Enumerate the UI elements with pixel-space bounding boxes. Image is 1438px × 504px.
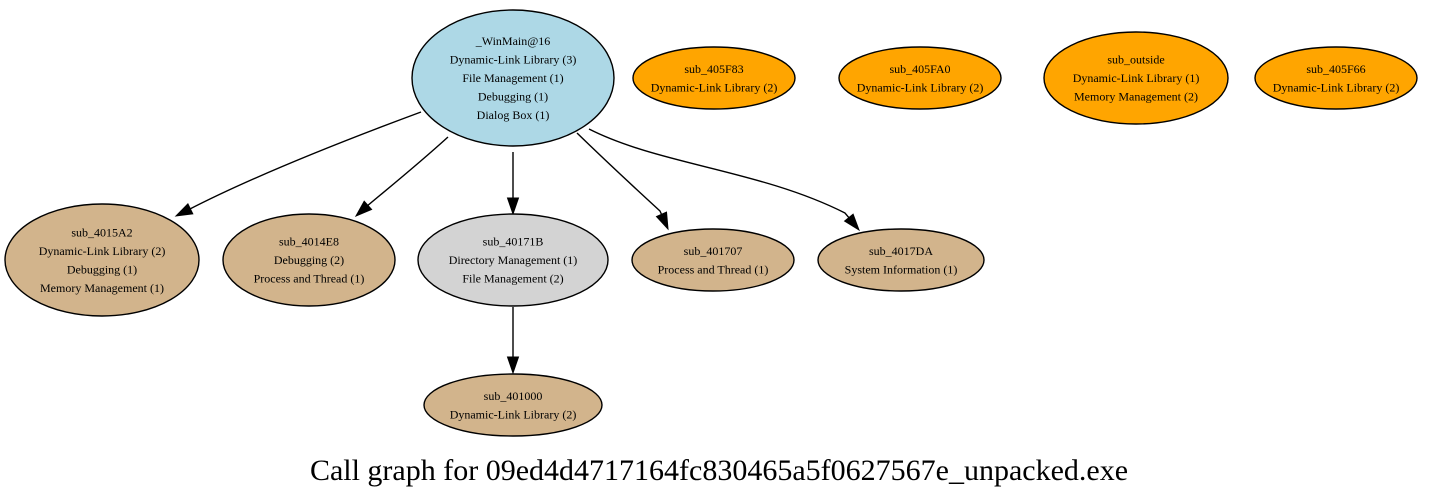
arrowhead-icon <box>506 356 520 375</box>
node-api-category: Process and Thread (1) <box>254 272 365 286</box>
node-ellipse <box>838 46 1002 110</box>
node-ellipse <box>1043 31 1229 125</box>
node-title: sub_405FA0 <box>889 62 950 76</box>
node-api-category: Debugging (1) <box>478 90 548 104</box>
edge-line <box>187 111 422 211</box>
node-api-category: Debugging (2) <box>274 253 344 267</box>
node-ellipse <box>222 213 396 307</box>
node-title: _WinMain@16 <box>475 34 551 48</box>
node-title: sub_4017DA <box>869 244 933 258</box>
node-api-category: Debugging (1) <box>67 262 137 276</box>
edge-winmain-to-sub_4015A2 <box>174 111 422 217</box>
edge-winmain-to-sub_4014E8 <box>354 136 449 218</box>
graph-caption: Call graph for 09ed4d4717164fc830465a5f0… <box>310 454 1128 487</box>
node-api-category: System Information (1) <box>845 262 958 276</box>
node-ellipse <box>4 203 200 317</box>
node-ellipse <box>417 213 609 307</box>
node-api-category: Dynamic-Link Library (3) <box>450 53 577 67</box>
node-ellipse <box>1254 46 1418 110</box>
node-ellipse <box>632 46 796 110</box>
edge-sub_40171B-to-sub_401000 <box>506 307 520 375</box>
node-api-category: Memory Management (2) <box>1074 90 1198 104</box>
node-api-category: Dynamic-Link Library (2) <box>651 80 778 94</box>
node-api-category: Dynamic-Link Library (1) <box>1073 71 1200 85</box>
arrowhead-icon <box>354 200 373 218</box>
node-api-category: Process and Thread (1) <box>658 262 769 276</box>
node-title: sub_405F83 <box>684 62 743 76</box>
node-api-category: Dynamic-Link Library (2) <box>857 80 984 94</box>
arrowhead-icon <box>506 197 520 216</box>
node-sub_40171B: sub_40171B Directory Management (1) File M… <box>417 213 609 307</box>
arrowhead-icon <box>843 213 860 232</box>
node-api-category: File Management (1) <box>462 71 563 85</box>
edge-line <box>365 136 449 208</box>
node-ellipse <box>631 228 795 292</box>
node-title: sub_401707 <box>684 244 743 258</box>
node-api-category: File Management (2) <box>462 272 563 286</box>
edge-winmain-to-sub_401707 <box>576 132 669 231</box>
node-api-category: Dynamic-Link Library (2) <box>450 407 577 421</box>
node-title: sub_401000 <box>484 389 543 403</box>
node-title: sub_405F66 <box>1306 62 1365 76</box>
node-api-category: Memory Management (1) <box>40 281 164 295</box>
edge-line <box>588 128 850 219</box>
arrowhead-icon <box>655 211 669 231</box>
node-ellipse <box>423 373 603 437</box>
node-sub_4017DA: sub_4017DA System Information (1) <box>817 228 985 292</box>
node-ellipse <box>817 228 985 292</box>
node-ellipse <box>411 9 615 147</box>
edges-layer <box>174 111 860 375</box>
node-api-category: Dialog Box (1) <box>477 108 550 122</box>
arrowhead-icon <box>174 203 194 217</box>
edge-line <box>576 132 663 215</box>
node-title: sub_4014E8 <box>279 235 339 249</box>
node-title: sub_outside <box>1107 53 1164 67</box>
edge-winmain-to-sub_40171B <box>506 152 520 216</box>
node-api-category: Directory Management (1) <box>449 253 578 267</box>
node-api-category: Dynamic-Link Library (2) <box>1273 80 1400 94</box>
node-title: sub_40171B <box>483 235 544 249</box>
node-api-category: Dynamic-Link Library (2) <box>39 244 166 258</box>
edge-winmain-to-sub_4017DA <box>588 128 860 232</box>
node-title: sub_4015A2 <box>71 225 132 239</box>
